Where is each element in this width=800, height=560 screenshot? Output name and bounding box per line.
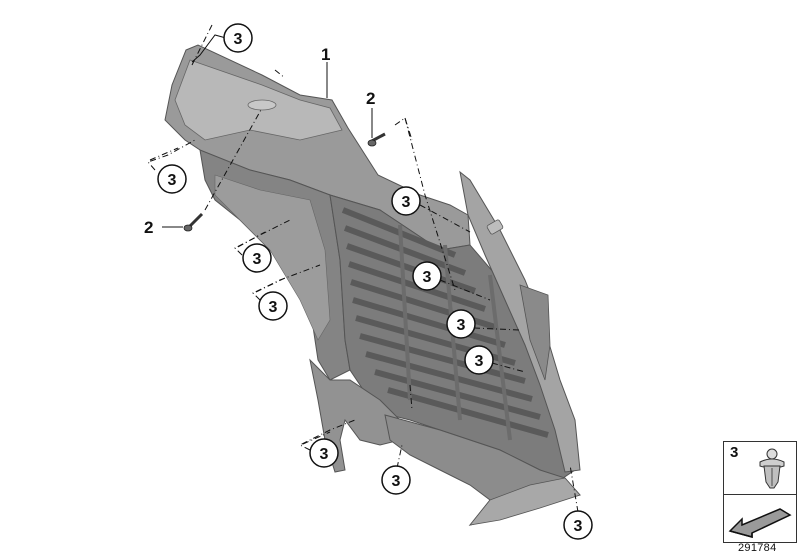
callout-3-bottom-right: 3 [563,510,593,540]
label-part-2-lower: 2 [144,218,153,237]
callout-text: 3 [392,473,401,490]
leader-lines [147,24,579,513]
callout-3-left-lower: 3 [258,291,288,321]
label-part-2-upper: 2 [366,89,375,108]
part-labels: 1 2 2 [144,45,375,237]
callout-3-bottom-left: 3 [309,438,339,468]
callout-text: 3 [234,31,243,48]
callout-3-grille-4: 3 [464,345,494,375]
callout-text: 3 [253,251,262,268]
legend-item-number: 3 [730,444,739,461]
callout-circles: 3 3 3 3 3 3 3 3 [157,23,593,540]
callout-text: 3 [475,353,484,370]
diagram-part-number: 291784 [738,542,777,554]
callout-text: 3 [402,194,411,211]
legend-divider [724,494,796,495]
callout-text: 3 [457,317,466,334]
push-rivet-clip-icon [759,448,785,489]
screw-upper [367,132,386,147]
callout-text: 3 [423,269,432,286]
callout-text: 3 [320,446,329,463]
legend-box: 3 [723,441,797,543]
callout-text: 3 [168,172,177,189]
screw-lower [183,212,204,232]
callout-3-top: 3 [223,23,253,53]
callout-3-left-mid: 3 [242,243,272,273]
callout-text: 3 [574,518,583,535]
callout-3-grille-3: 3 [446,309,476,339]
callout-3-grille-1: 3 [391,186,421,216]
callout-3-left-upper: 3 [157,164,187,194]
callout-text: 3 [269,299,278,316]
label-part-1: 1 [321,45,330,64]
callout-3-grille-2: 3 [412,261,442,291]
direction-arrow-icon [728,508,792,538]
callout-3-bottom-mid: 3 [381,465,411,495]
